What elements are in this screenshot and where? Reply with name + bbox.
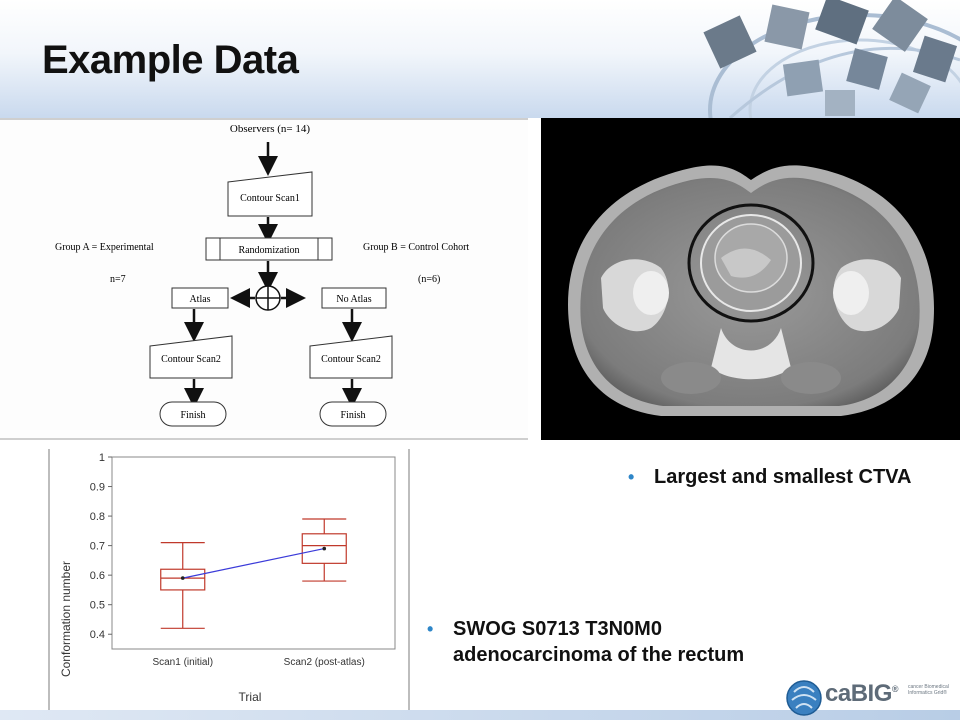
x-axis-title: Trial [239,690,262,704]
y-tick-label: 0.9 [90,482,105,494]
no-atlas-label: No Atlas [336,294,371,305]
logo-subtitle: cancer Biomedical Informatics Grid® [908,684,949,696]
plot-frame [111,456,396,650]
atlas-box [171,287,229,309]
finish-left-label: Finish [180,410,205,421]
x-tick-label: Scan1 (initial) [152,657,213,668]
mean-point [180,576,185,580]
finish-right-box [319,401,387,427]
y-axis-title: Conformation number [59,561,73,677]
group-a-label: Group A = Experimental [55,242,154,253]
finish-left-box [159,401,227,427]
contour-scan2-right-box [309,335,393,379]
y-tick-label: 0.5 [90,600,105,612]
logo-wordmark: caBIG® [825,680,899,708]
box-iqr [301,533,347,564]
y-tick-label: 1 [99,452,105,464]
finish-right-label: Finish [340,410,365,421]
y-tick-label: 0.6 [90,570,105,582]
bullet-dot: • [628,467,635,487]
n-a-label: n=7 [110,274,126,285]
flowchart-diagram: Observers (n= 14) Contour Scan1 Randomiz… [55,123,469,427]
mean-line [182,547,325,579]
atlas-label: Atlas [189,294,210,305]
study-flowchart: Observers (n= 14) Contour Scan1 Randomiz… [0,118,528,440]
contour-scan1-label: Contour Scan1 [240,193,300,204]
contour-scan1-box [227,171,313,217]
observers-label: Observers (n= 14) [230,123,310,135]
bullet-swog: • SWOG S0713 T3N0M0 adenocarcinoma of th… [427,616,753,668]
bullet-dot: • [427,619,434,639]
bullet-ctva-text: Largest and smallest CTVA [654,466,912,488]
randomization-label: Randomization [238,245,299,256]
bullet-ctva: • Largest and smallest CTVA [628,464,924,490]
y-tick-label: 0.4 [90,629,105,641]
logo-name: caBIG [825,680,892,707]
box-iqr [160,568,206,591]
no-atlas-box [321,287,387,309]
contour-scan2-left-label: Contour Scan2 [161,354,221,365]
ct-scan-image [541,118,960,440]
globe-graphic [703,0,960,118]
x-tick-label: Scan2 (post-atlas) [284,657,365,668]
footer-bar [0,710,960,720]
bullet-swog-text: SWOG S0713 T3N0M0 adenocarcinoma of the … [453,618,745,666]
cabig-logo [786,680,822,716]
slide-header: Example Data [0,0,960,118]
contour-scan2-right-label: Contour Scan2 [321,354,381,365]
y-tick-label: 0.8 [90,511,105,523]
slide-title: Example Data [42,38,299,82]
logo-mark: ® [891,684,899,694]
randomization-box [205,237,333,261]
group-b-label: Group B = Control Cohort [363,242,469,253]
y-tick-label: 0.7 [90,541,105,553]
contour-scan2-left-box [149,335,233,379]
ct-scan-graphic [541,118,960,440]
n-b-label: (n=6) [418,274,440,285]
mean-point [322,546,327,551]
